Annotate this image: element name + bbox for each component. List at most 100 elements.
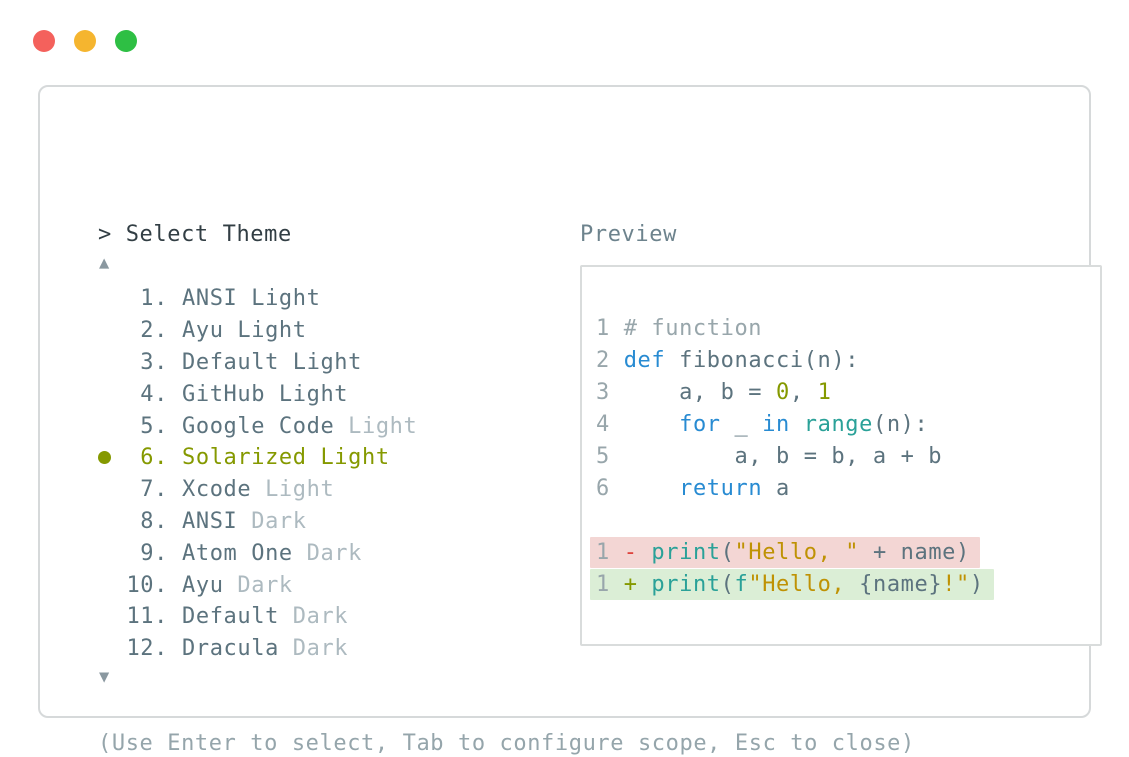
theme-number: 5. <box>140 413 168 439</box>
selected-indicator-dot <box>98 451 111 465</box>
theme-name: Solarized <box>182 445 307 471</box>
code-token: range <box>803 412 873 437</box>
scroll-up-icon[interactable]: ▲ <box>99 253 110 273</box>
theme-name: Default <box>182 604 279 630</box>
code-token: ) <box>969 572 984 597</box>
theme-list-item[interactable]: 10. Ayu Dark <box>98 569 417 601</box>
theme-name: Ayu <box>182 318 224 344</box>
theme-name: Xcode <box>182 477 252 503</box>
selected-indicator <box>98 451 126 465</box>
code-token: (n): <box>872 412 929 437</box>
code-token: ( <box>720 540 735 565</box>
code-token: + <box>623 572 652 597</box>
theme-list-item[interactable]: 2. Ayu Light <box>98 315 417 347</box>
code-token: "Hello, " <box>734 540 860 565</box>
theme-variant: Light <box>334 413 418 439</box>
theme-list-item[interactable]: 4. GitHub Light <box>98 378 417 410</box>
theme-number: 3. <box>140 349 168 375</box>
code-token: {name} <box>859 572 943 597</box>
theme-name: Atom One <box>182 540 293 566</box>
theme-number: 9. <box>140 540 168 566</box>
theme-variant: Dark <box>278 636 349 662</box>
code-token: print <box>651 572 721 597</box>
code-token: 1 <box>596 540 624 565</box>
theme-name: GitHub <box>182 381 266 407</box>
theme-list-item[interactable]: 6.Solarized Light <box>98 442 417 474</box>
window-controls <box>33 30 137 52</box>
code-line: 5 a, b = b, a + b <box>596 441 994 473</box>
code-token: 4 <box>596 412 624 437</box>
theme-name: Default <box>182 349 279 375</box>
theme-list-item[interactable]: 12. Dracula Dark <box>98 633 417 665</box>
code-token: a, b = b, a + b <box>623 444 943 469</box>
code-line: 1 # function <box>596 313 994 345</box>
code-token: - <box>623 540 652 565</box>
theme-variant: Light <box>251 477 335 503</box>
code-line <box>596 505 994 537</box>
theme-name: Ayu <box>182 572 224 598</box>
code-token: ( <box>720 572 735 597</box>
code-token: 2 <box>596 348 624 373</box>
code-token: 1 <box>817 380 832 405</box>
code-token: fibonacci(n): <box>665 348 860 373</box>
theme-list-item[interactable]: 8. ANSI Dark <box>98 506 417 538</box>
code-token <box>624 476 679 501</box>
theme-number: 1. <box>140 286 168 312</box>
code-token: "Hello, <box>748 572 860 597</box>
theme-variant: Light <box>237 286 321 312</box>
code-token: 0 <box>776 380 790 405</box>
scroll-down-icon[interactable]: ▼ <box>99 667 110 687</box>
code-token: print <box>651 540 721 565</box>
code-token: a <box>762 476 790 501</box>
theme-list-item[interactable]: 1. ANSI Light <box>98 283 417 315</box>
theme-variant: Dark <box>278 604 349 630</box>
help-hint: (Use Enter to select, Tab to configure s… <box>98 731 915 756</box>
theme-number: 2. <box>140 318 168 344</box>
code-token: a, b = <box>623 380 776 405</box>
code-token: f <box>734 572 749 597</box>
code-token: , <box>789 380 818 405</box>
theme-number: 10. <box>126 572 168 598</box>
theme-name: ANSI <box>182 508 238 534</box>
code-token: 1 <box>596 316 624 341</box>
theme-number: 8. <box>140 508 168 534</box>
theme-name: ANSI <box>182 286 238 312</box>
theme-number: 12. <box>126 636 168 662</box>
theme-variant: Dark <box>237 508 307 534</box>
code-token: 1 <box>596 572 624 597</box>
code-token: 5 <box>596 444 624 469</box>
code-token: _ <box>720 412 763 437</box>
theme-list-item[interactable]: 9.Atom One Dark <box>98 537 417 569</box>
theme-number: 11. <box>126 604 168 630</box>
theme-variant: Dark <box>223 572 293 598</box>
code-line: 4 for _ in range(n): <box>596 409 994 441</box>
code-line: 3 a, b = 0, 1 <box>596 377 994 409</box>
code-token: 3 <box>596 380 624 405</box>
code-token: in <box>762 412 790 437</box>
code-token <box>624 412 679 437</box>
code-token: !" <box>942 572 970 597</box>
theme-list-item[interactable]: 11. Default Dark <box>98 601 417 633</box>
theme-variant: Light <box>223 318 307 344</box>
theme-name: Dracula <box>182 636 279 662</box>
code-line: 2 def fibonacci(n): <box>596 345 994 377</box>
theme-number: 6. <box>140 445 168 471</box>
close-button[interactable] <box>33 30 55 52</box>
theme-name: Google Code <box>182 413 335 439</box>
diff-added-line: 1 + print(f"Hello, {name}!") <box>590 569 994 601</box>
code-token <box>790 412 804 437</box>
theme-list-item[interactable]: 7.Xcode Light <box>98 474 417 506</box>
code-token: for <box>679 412 721 437</box>
zoom-button[interactable] <box>115 30 137 52</box>
theme-list-item[interactable]: 3.Default Light <box>98 347 417 379</box>
minimize-button[interactable] <box>74 30 96 52</box>
theme-list-item[interactable]: 5. Google Code Light <box>98 410 417 442</box>
code-token: + name) <box>859 540 970 565</box>
theme-variant: Light <box>265 381 349 407</box>
code-token: 6 <box>596 476 624 501</box>
diff-removed-line: 1 - print("Hello, " + name) <box>590 537 994 569</box>
theme-number: 4. <box>140 381 168 407</box>
